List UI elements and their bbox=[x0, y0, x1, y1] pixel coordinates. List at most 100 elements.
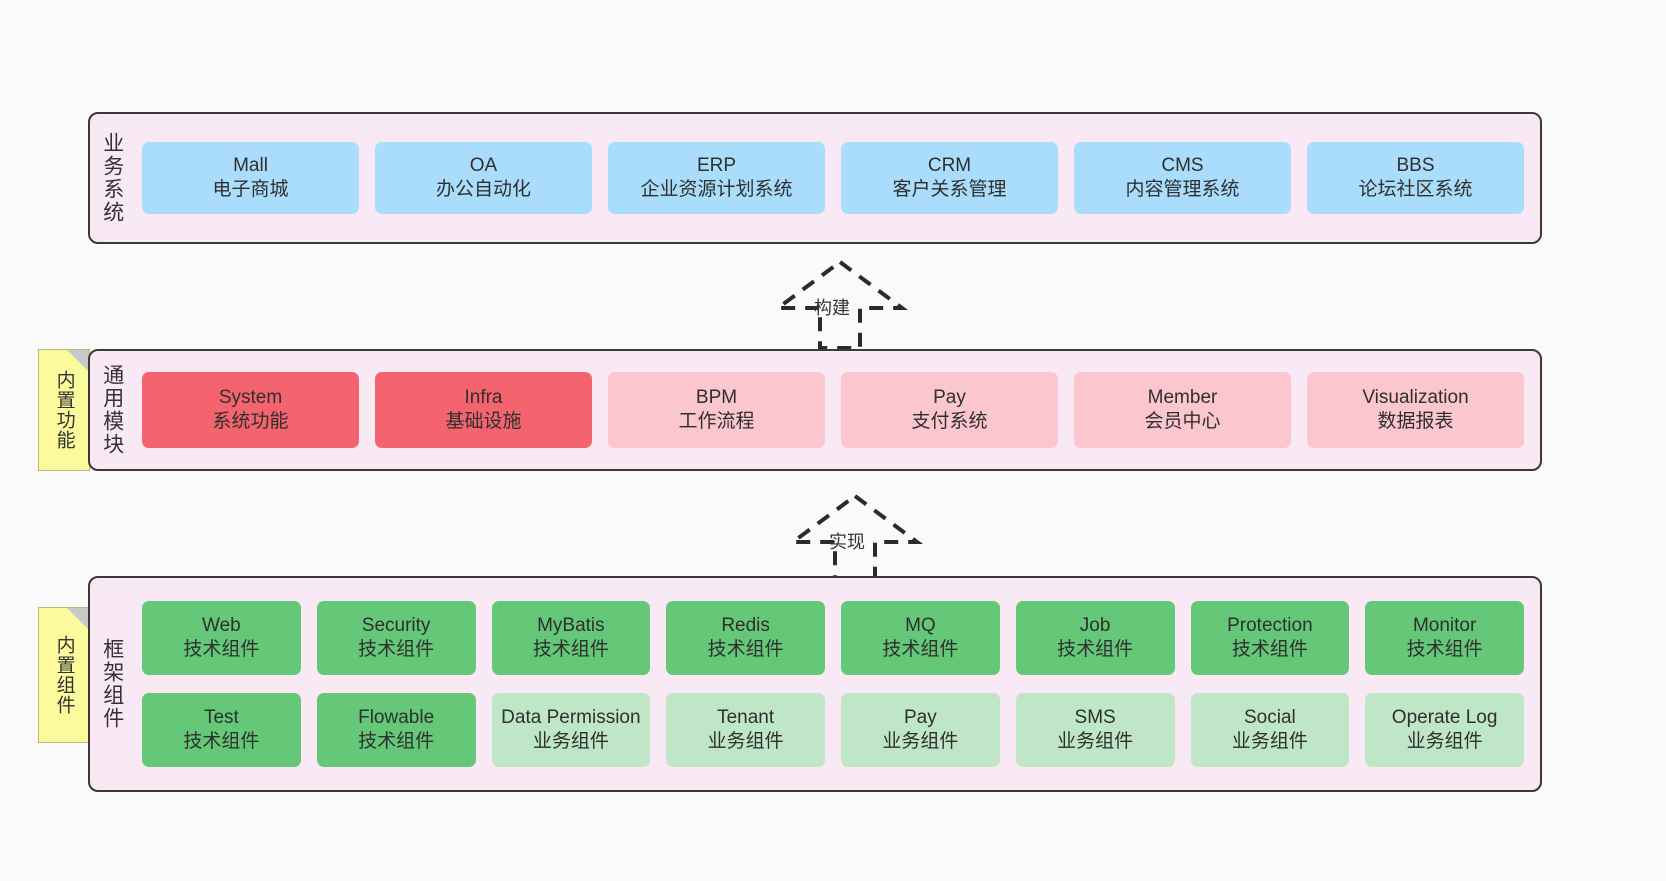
card-data-permission-name: Data Permission bbox=[501, 706, 641, 728]
card-security-name: Security bbox=[361, 614, 431, 636]
card-flowable-desc: 技术组件 bbox=[358, 731, 435, 752]
card-protection-desc: 技术组件 bbox=[1231, 639, 1308, 660]
card-operate-log-name: Operate Log bbox=[1391, 706, 1498, 728]
card-bbs-desc: 论坛社区系统 bbox=[1358, 179, 1473, 200]
framework-card-row-1: Web 技术组件 Security 技术组件 MyBatis 技术组件 Redi… bbox=[142, 601, 1524, 675]
layer-business-systems: 业务系统 Mall 电子商城 OA 办公自动化 ERP 企业资源计划系统 CRM… bbox=[88, 112, 1542, 244]
card-redis-name: Redis bbox=[721, 614, 770, 636]
layer-framework-title: 框架组件 bbox=[100, 638, 124, 730]
common-card-row: System 系统功能 Infra 基础设施 BPM 工作流程 Pay 支付系统… bbox=[142, 372, 1524, 448]
card-security[interactable]: Security 技术组件 bbox=[316, 601, 476, 675]
card-pay-component-name: Pay bbox=[904, 706, 937, 728]
card-mall-desc: 电子商城 bbox=[212, 179, 289, 200]
card-visualization-desc: 数据报表 bbox=[1377, 411, 1454, 432]
card-flowable-name: Flowable bbox=[358, 706, 435, 728]
note-builtin-features-label: 内置功能 bbox=[53, 370, 75, 450]
card-flowable[interactable]: Flowable 技术组件 bbox=[316, 693, 476, 767]
card-crm-desc: 客户关系管理 bbox=[892, 179, 1007, 200]
card-bpm-desc: 工作流程 bbox=[678, 411, 755, 432]
card-test-name: Test bbox=[203, 706, 239, 728]
card-security-desc: 技术组件 bbox=[358, 639, 435, 660]
card-pay-component-desc: 业务组件 bbox=[882, 731, 959, 752]
card-job-name: Job bbox=[1079, 614, 1111, 636]
card-erp[interactable]: ERP 企业资源计划系统 bbox=[608, 142, 825, 214]
card-test[interactable]: Test 技术组件 bbox=[142, 693, 301, 767]
card-monitor[interactable]: Monitor 技术组件 bbox=[1365, 601, 1524, 675]
note-builtin-components-label: 内置组件 bbox=[53, 635, 75, 715]
card-cms[interactable]: CMS 内容管理系统 bbox=[1074, 142, 1291, 214]
connector-build: 构建 bbox=[760, 258, 920, 350]
card-mybatis-name: MyBatis bbox=[537, 614, 605, 636]
connector-realize: 实现 bbox=[775, 492, 935, 584]
card-cms-desc: 内容管理系统 bbox=[1125, 179, 1240, 200]
card-tenant-desc: 业务组件 bbox=[707, 731, 784, 752]
framework-card-row-2: Test 技术组件 Flowable 技术组件 Data Permission … bbox=[142, 693, 1524, 767]
card-data-permission-desc: 业务组件 bbox=[532, 731, 609, 752]
note-fold-corner-icon bbox=[67, 608, 89, 630]
layer-common-modules: 通用模块 System 系统功能 Infra 基础设施 BPM 工作流程 Pay… bbox=[88, 349, 1542, 471]
business-card-row: Mall 电子商城 OA 办公自动化 ERP 企业资源计划系统 CRM 客户关系… bbox=[142, 142, 1524, 214]
card-operate-log-desc: 业务组件 bbox=[1406, 731, 1483, 752]
card-protection[interactable]: Protection 技术组件 bbox=[1190, 601, 1350, 675]
layer-common-title: 通用模块 bbox=[100, 364, 124, 456]
layer-business-title: 业务系统 bbox=[100, 132, 124, 224]
card-visualization-name: Visualization bbox=[1362, 386, 1469, 408]
layer-framework-body: Web 技术组件 Security 技术组件 MyBatis 技术组件 Redi… bbox=[134, 578, 1540, 790]
card-job[interactable]: Job 技术组件 bbox=[1015, 601, 1175, 675]
card-sms-desc: 业务组件 bbox=[1057, 731, 1134, 752]
card-social-name: Social bbox=[1244, 706, 1296, 728]
connector-realize-label: 实现 bbox=[829, 532, 865, 552]
card-member[interactable]: Member 会员中心 bbox=[1074, 372, 1291, 448]
card-system-desc: 系统功能 bbox=[212, 411, 289, 432]
card-system[interactable]: System 系统功能 bbox=[142, 372, 359, 448]
card-mall-name: Mall bbox=[233, 154, 268, 176]
note-builtin-components: 内置组件 bbox=[38, 607, 90, 743]
layer-common-body: System 系统功能 Infra 基础设施 BPM 工作流程 Pay 支付系统… bbox=[134, 351, 1540, 469]
card-member-name: Member bbox=[1147, 386, 1218, 408]
card-oa-name: OA bbox=[469, 154, 498, 176]
card-bpm[interactable]: BPM 工作流程 bbox=[608, 372, 825, 448]
card-erp-name: ERP bbox=[696, 154, 737, 176]
card-crm[interactable]: CRM 客户关系管理 bbox=[841, 142, 1058, 214]
card-data-permission[interactable]: Data Permission 业务组件 bbox=[491, 693, 651, 767]
card-job-desc: 技术组件 bbox=[1057, 639, 1134, 660]
card-web-name: Web bbox=[202, 614, 241, 636]
card-system-name: System bbox=[218, 386, 283, 408]
card-mybatis-desc: 技术组件 bbox=[532, 639, 609, 660]
card-redis-desc: 技术组件 bbox=[707, 639, 784, 660]
card-monitor-name: Monitor bbox=[1412, 614, 1477, 636]
card-oa[interactable]: OA 办公自动化 bbox=[375, 142, 592, 214]
card-sms[interactable]: SMS 业务组件 bbox=[1015, 693, 1175, 767]
card-web-desc: 技术组件 bbox=[183, 639, 260, 660]
card-infra-desc: 基础设施 bbox=[445, 411, 522, 432]
card-bbs-name: BBS bbox=[1396, 154, 1435, 176]
card-test-desc: 技术组件 bbox=[183, 731, 260, 752]
card-pay-module[interactable]: Pay 支付系统 bbox=[841, 372, 1058, 448]
card-crm-name: CRM bbox=[927, 154, 972, 176]
layer-framework-components: 框架组件 Web 技术组件 Security 技术组件 MyBatis 技术组件… bbox=[88, 576, 1542, 792]
card-redis[interactable]: Redis 技术组件 bbox=[666, 601, 825, 675]
card-mybatis[interactable]: MyBatis 技术组件 bbox=[491, 601, 651, 675]
card-bbs[interactable]: BBS 论坛社区系统 bbox=[1307, 142, 1524, 214]
card-web[interactable]: Web 技术组件 bbox=[142, 601, 301, 675]
card-mq-desc: 技术组件 bbox=[882, 639, 959, 660]
card-tenant-name: Tenant bbox=[717, 706, 775, 728]
card-erp-desc: 企业资源计划系统 bbox=[640, 179, 793, 200]
card-visualization[interactable]: Visualization 数据报表 bbox=[1307, 372, 1524, 448]
note-fold-corner-icon bbox=[67, 350, 89, 372]
card-operate-log[interactable]: Operate Log 业务组件 bbox=[1365, 693, 1524, 767]
card-tenant[interactable]: Tenant 业务组件 bbox=[666, 693, 825, 767]
card-infra[interactable]: Infra 基础设施 bbox=[375, 372, 592, 448]
card-mall[interactable]: Mall 电子商城 bbox=[142, 142, 359, 214]
card-monitor-desc: 技术组件 bbox=[1406, 639, 1483, 660]
card-pay-module-desc: 支付系统 bbox=[911, 411, 988, 432]
card-social[interactable]: Social 业务组件 bbox=[1190, 693, 1350, 767]
connector-build-shape bbox=[771, 259, 909, 350]
card-mq-name: MQ bbox=[905, 614, 936, 636]
card-social-desc: 业务组件 bbox=[1231, 731, 1308, 752]
card-member-desc: 会员中心 bbox=[1144, 411, 1221, 432]
card-pay-module-name: Pay bbox=[933, 386, 966, 408]
card-pay-component[interactable]: Pay 业务组件 bbox=[841, 693, 1000, 767]
card-mq[interactable]: MQ 技术组件 bbox=[841, 601, 1000, 675]
